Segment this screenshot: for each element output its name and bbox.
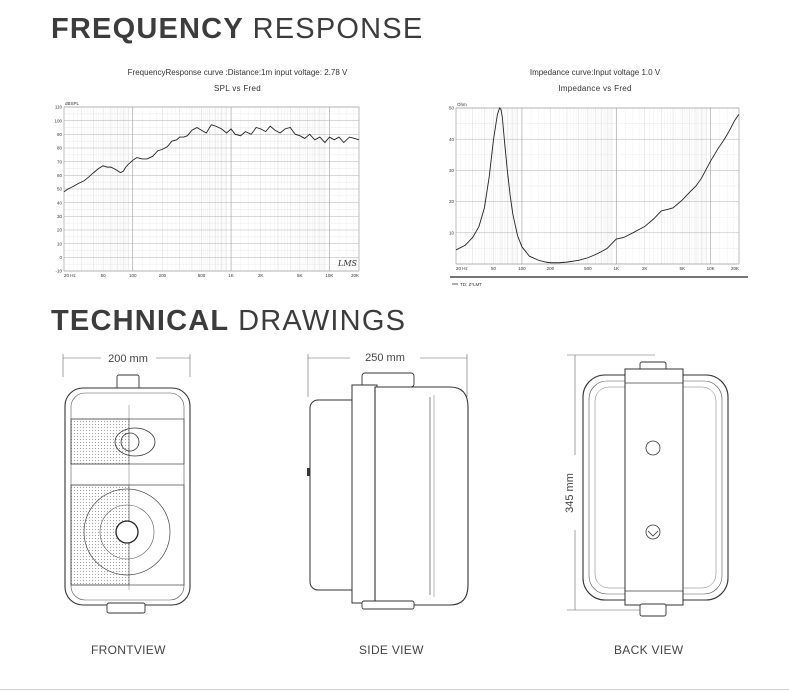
y-tick-label: 0 xyxy=(59,255,62,260)
side-mount-plate xyxy=(351,384,378,604)
spl-curve xyxy=(63,124,360,193)
x-tick-label: 50 xyxy=(101,273,107,278)
spl-chart-title: FrequencyResponse curve :Distance:1m inp… xyxy=(127,68,348,77)
x-tick-label: 5K xyxy=(297,273,303,278)
spl-y-axis-label: dBSPL xyxy=(65,101,80,106)
impedance-legend-label: TD: Z*LMT xyxy=(460,282,482,287)
front-view-label: FRONTVIEW xyxy=(91,643,166,657)
side-view-label: SIDE VIEW xyxy=(359,643,424,657)
y-tick-label: 60 xyxy=(57,173,63,178)
side-bottom-bracket xyxy=(361,600,415,610)
x-tick-label: 500 xyxy=(584,266,592,271)
x-tick-label: 2K xyxy=(642,266,648,271)
heading-light: DRAWINGS xyxy=(238,305,407,337)
back-mount-hole-top xyxy=(645,440,661,456)
impedance-chart-subtitle: Impedance vs Fred xyxy=(558,84,632,93)
back-dimension-label: 345 mm xyxy=(564,473,576,513)
technical-drawings-heading: TECHNICAL DRAWINGS xyxy=(51,305,406,338)
x-tick-label: 20K xyxy=(351,273,359,278)
front-top-bracket xyxy=(116,374,140,390)
front-dimension-label: 200 mm xyxy=(108,353,148,365)
x-tick-label: 20K xyxy=(731,266,739,271)
side-view-drawing: 250 mm xyxy=(307,352,469,610)
impedance-grid xyxy=(455,107,740,265)
heading-bold: FREQUENCY xyxy=(51,13,244,45)
y-tick-label: 90 xyxy=(57,132,63,137)
x-tick-label: 1K xyxy=(228,273,234,278)
y-tick-label: 100 xyxy=(54,118,62,123)
x-tick-label: 50 xyxy=(491,266,497,271)
x-tick-label: 20 Hz xyxy=(64,273,77,278)
y-tick-label: 50 xyxy=(449,106,455,111)
back-screw-slot xyxy=(647,530,659,537)
front-tweeter-panel xyxy=(70,418,185,465)
back-view-drawing: 345 mm xyxy=(564,354,729,617)
y-tick-label: 70 xyxy=(57,159,63,164)
heading-light: RESPONSE xyxy=(252,13,424,45)
front-woofer-dustcap xyxy=(115,520,139,544)
front-tweeter-dome xyxy=(120,432,140,452)
back-bottom-bracket xyxy=(639,603,667,617)
impedance-y-axis-label: Ohm xyxy=(457,102,467,107)
x-tick-label: 500 xyxy=(198,273,206,278)
heading-bold: TECHNICAL xyxy=(51,305,229,337)
side-cabinet-outline xyxy=(374,386,469,606)
x-tick-label: 10K xyxy=(325,273,333,278)
front-tweeter-grille xyxy=(70,418,130,465)
x-tick-label: 200 xyxy=(547,266,555,271)
back-mount-plate xyxy=(624,368,684,606)
y-tick-label: 40 xyxy=(449,137,455,142)
x-tick-label: 10K xyxy=(707,266,715,271)
x-tick-label: 100 xyxy=(129,273,137,278)
back-mount-hole-bottom xyxy=(645,524,661,540)
x-tick-label: 100 xyxy=(518,266,526,271)
front-woofer-surround xyxy=(83,488,171,576)
y-tick-label: -10 xyxy=(55,269,62,274)
impedance-chart-title: Impedance curve:Input voltage 1.0 V xyxy=(529,68,661,77)
spl-chart-subtitle: SPL vs Fred xyxy=(213,84,262,93)
x-tick-label: 2K xyxy=(258,273,264,278)
y-tick-label: 20 xyxy=(449,199,455,204)
side-latch xyxy=(307,468,310,476)
front-woofer-cone xyxy=(99,504,155,560)
y-tick-label: 110 xyxy=(55,105,63,110)
front-bottom-bracket xyxy=(106,602,146,614)
front-view-drawing: 200 mm xyxy=(62,353,191,614)
x-tick-label: 200 xyxy=(159,273,167,278)
y-tick-label: 40 xyxy=(57,200,63,205)
front-woofer-panel xyxy=(70,484,185,586)
y-tick-label: 10 xyxy=(57,241,63,246)
frequency-response-heading: FREQUENCY RESPONSE xyxy=(51,13,423,46)
page-bottom-rule xyxy=(0,689,789,690)
back-view-label: BACK VIEW xyxy=(614,643,684,657)
front-tweeter-horn xyxy=(114,427,156,457)
y-tick-label: 10 xyxy=(449,230,455,235)
y-tick-label: 30 xyxy=(449,168,455,173)
y-tick-label: 50 xyxy=(57,187,63,192)
x-tick-label: 1K xyxy=(614,266,620,271)
impedance-chart: 50 40 30 20 10 20 Hz 50 100 200 500 1K 2K 5K 10K 20K O… xyxy=(449,102,748,287)
back-mount-plate-header xyxy=(624,368,684,384)
x-tick-label: 5K xyxy=(679,266,685,271)
y-tick-label: 20 xyxy=(57,228,63,233)
impedance-curve xyxy=(455,107,740,264)
side-dimension-label: 250 mm xyxy=(365,352,405,364)
y-tick-label: 30 xyxy=(57,214,63,219)
impedance-ticks: 50 40 30 20 10 20 Hz 50 100 200 500 1K 2K 5K 10K 20K xyxy=(449,106,739,271)
x-tick-label: 20 Hz xyxy=(456,266,469,271)
y-tick-label: 80 xyxy=(57,146,63,151)
spl-lms-watermark: LMS xyxy=(337,259,358,268)
